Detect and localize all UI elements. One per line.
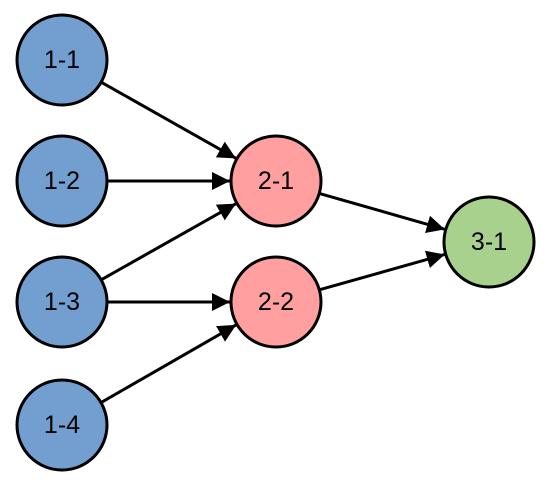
node-label-1-4: 1-4 [44, 411, 80, 439]
edges-layer [100, 80, 446, 404]
node-2-2: 2-2 [229, 255, 323, 349]
node-3-1: 3-1 [442, 195, 536, 289]
node-circle-1-2 [15, 134, 109, 228]
node-label-2-2: 2-2 [258, 288, 294, 316]
node-circle-1-4 [15, 378, 109, 472]
node-circle-2-1 [229, 134, 323, 228]
node-1-4: 1-4 [15, 378, 109, 472]
node-1-2: 1-2 [15, 134, 109, 228]
node-label-1-3: 1-3 [44, 288, 80, 316]
node-label-1-2: 1-2 [44, 167, 80, 195]
edge-arrow-2-2-to-3-1 [318, 250, 446, 292]
node-circle-2-2 [229, 255, 323, 349]
node-1-1: 1-1 [15, 13, 109, 107]
node-circle-1-1 [15, 13, 109, 107]
node-1-3: 1-3 [15, 255, 109, 349]
node-circle-1-3 [15, 255, 109, 349]
node-label-2-1: 2-1 [258, 167, 294, 195]
edge-arrow-1-4-to-2-2 [100, 323, 237, 404]
node-label-1-1: 1-1 [44, 46, 80, 74]
edge-arrow-2-1-to-3-1 [318, 191, 446, 234]
edge-arrow-1-1-to-2-1 [100, 80, 237, 160]
node-2-1: 2-1 [229, 134, 323, 228]
node-circle-3-1 [442, 195, 536, 289]
node-label-3-1: 3-1 [471, 228, 507, 256]
edge-arrow-1-3-to-2-1 [100, 202, 237, 282]
nodes-layer: 1-1 1-2 1-3 1-4 2-1 2-2 3-1 [15, 13, 536, 472]
